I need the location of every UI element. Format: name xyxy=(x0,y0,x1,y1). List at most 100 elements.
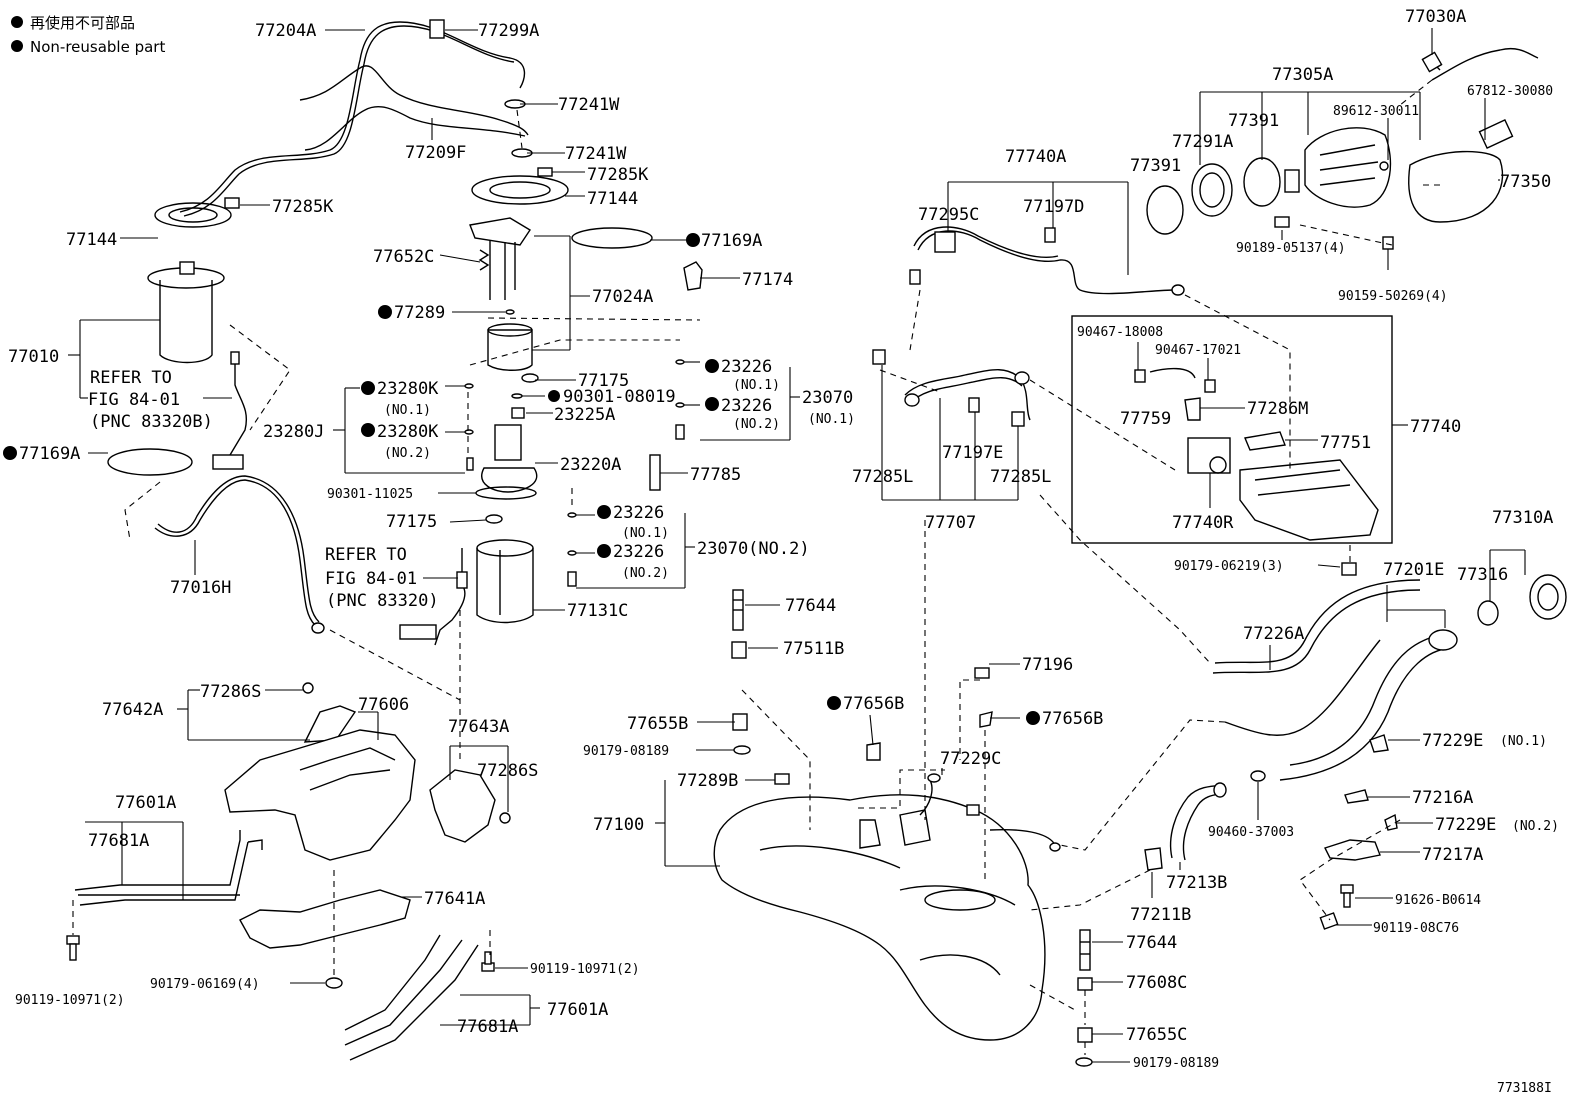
part-label[interactable]: 77644 xyxy=(785,596,836,616)
part-label[interactable]: 77241W xyxy=(558,95,620,115)
part-label[interactable]: 77608C xyxy=(1126,973,1187,993)
part-label[interactable]: 77740 xyxy=(1410,417,1461,437)
part-label[interactable]: 90179-08189 xyxy=(1133,1056,1219,1071)
part-label[interactable]: 23226 xyxy=(613,503,664,523)
part-label[interactable]: 77286S xyxy=(200,682,261,702)
part-label[interactable]: 77655C xyxy=(1126,1025,1187,1045)
part-label[interactable]: 23226 xyxy=(613,542,664,562)
part-label[interactable]: 77644 xyxy=(1126,933,1177,953)
part-label[interactable]: 77285K xyxy=(587,165,649,185)
part-label[interactable]: 77681A xyxy=(88,831,149,851)
part-label[interactable]: 77217A xyxy=(1422,845,1483,865)
part-label[interactable]: 77175 xyxy=(578,371,629,391)
part-label[interactable]: 77100 xyxy=(593,815,644,835)
part-label[interactable]: 77169A xyxy=(701,231,762,251)
part-label[interactable]: 77169A xyxy=(19,444,80,464)
part-label[interactable]: 90179-06169(4) xyxy=(150,977,260,992)
part-label[interactable]: 23225A xyxy=(554,405,615,425)
part-label[interactable]: 77144 xyxy=(66,230,117,250)
part-label[interactable]: 23280K xyxy=(377,422,439,442)
part-label[interactable]: 77652C xyxy=(373,247,434,267)
part-label[interactable]: 77201E xyxy=(1383,560,1444,580)
part-label[interactable]: 77010 xyxy=(8,347,59,367)
part-label[interactable]: 77291A xyxy=(1172,132,1233,152)
part-label[interactable]: 90467-18008 xyxy=(1077,325,1163,340)
part-label[interactable]: 77285L xyxy=(852,467,913,487)
part-label[interactable]: 77601A xyxy=(115,793,176,813)
part-label[interactable]: 77656B xyxy=(843,694,904,714)
part-label[interactable]: 77030A xyxy=(1405,7,1466,27)
part-label[interactable]: 77601A xyxy=(547,1000,608,1020)
part-label[interactable]: 23226 xyxy=(721,396,772,416)
part-label[interactable]: 77289B xyxy=(677,771,738,791)
part-label[interactable]: 77213B xyxy=(1166,873,1227,893)
part-label[interactable]: 77285K xyxy=(272,197,334,217)
part-label[interactable]: 23070 xyxy=(802,388,853,408)
part-label[interactable]: 77681A xyxy=(457,1017,518,1037)
part-label[interactable]: 77643A xyxy=(448,717,509,737)
part-label[interactable]: 90467-17021 xyxy=(1155,343,1241,358)
part-label[interactable]: 77226A xyxy=(1243,624,1304,644)
part-label[interactable]: 77204A xyxy=(255,21,316,41)
part-label[interactable]: 77350 xyxy=(1500,172,1551,192)
part-label[interactable]: 90189-05137(4) xyxy=(1236,241,1346,256)
part-label[interactable]: 77511B xyxy=(783,639,844,659)
part-label[interactable]: 77316 xyxy=(1457,565,1508,585)
part-label[interactable]: 90119-10971(2) xyxy=(15,993,125,1008)
part-label[interactable]: 23220A xyxy=(560,455,621,475)
part-label[interactable]: 77285L xyxy=(990,467,1051,487)
part-label[interactable]: 90179-06219(3) xyxy=(1174,559,1284,574)
part-label[interactable]: 67812-30080 xyxy=(1467,84,1553,99)
part-label[interactable]: 77740A xyxy=(1005,147,1066,167)
part-label[interactable]: 77197E xyxy=(942,443,1003,463)
part-label[interactable]: 90119-10971(2) xyxy=(530,962,640,977)
part-label[interactable]: 77310A xyxy=(1492,508,1553,528)
part-label[interactable]: 90159-50269(4) xyxy=(1338,289,1448,304)
part-label[interactable]: 77216A xyxy=(1412,788,1473,808)
part-label[interactable]: 77229E xyxy=(1422,731,1483,751)
part-label[interactable]: 90119-08C76 xyxy=(1373,921,1459,936)
part-label[interactable]: 77642A xyxy=(102,700,163,720)
part-label[interactable]: 77286S xyxy=(477,761,538,781)
part-label[interactable]: 77707 xyxy=(925,513,976,533)
part-label[interactable]: 77759 xyxy=(1120,409,1171,429)
bracket-77286m-icon xyxy=(1184,397,1201,421)
part-label[interactable]: 90301-11025 xyxy=(327,487,413,502)
part-label[interactable]: 77391 xyxy=(1130,156,1181,176)
part-label[interactable]: 77024A xyxy=(592,287,653,307)
part-label[interactable]: 23070(NO.2) xyxy=(697,539,810,559)
part-label[interactable]: 77289 xyxy=(394,303,445,323)
part-label[interactable]: 77211B xyxy=(1130,905,1191,925)
part-label[interactable]: 77229E xyxy=(1435,815,1496,835)
part-label[interactable]: 90460-37003 xyxy=(1208,825,1294,840)
part-label[interactable]: 77286M xyxy=(1247,399,1308,419)
part-label[interactable]: 77606 xyxy=(358,695,409,715)
part-label[interactable]: 90179-08189 xyxy=(583,744,669,759)
part-label[interactable]: 23280J xyxy=(263,422,324,442)
part-label[interactable]: 89612-30011 xyxy=(1333,104,1419,119)
part-label[interactable]: 77391 xyxy=(1228,111,1279,131)
part-label[interactable]: 77229C xyxy=(940,749,1001,769)
part-label[interactable]: 77740R xyxy=(1172,513,1234,533)
part-label[interactable]: 77197D xyxy=(1023,197,1084,217)
part-label[interactable]: 77305A xyxy=(1272,65,1333,85)
part-label[interactable]: 23280K xyxy=(377,379,439,399)
part-label[interactable]: 77174 xyxy=(742,270,793,290)
part-label[interactable]: 77175 xyxy=(386,512,437,532)
part-label[interactable]: 90301-08019 xyxy=(563,387,676,407)
part-label[interactable]: 77641A xyxy=(424,889,485,909)
part-label[interactable]: 23226 xyxy=(721,357,772,377)
part-label[interactable]: 77016H xyxy=(170,578,231,598)
part-label[interactable]: 77785 xyxy=(690,465,741,485)
part-label[interactable]: 77751 xyxy=(1320,433,1371,453)
part-label[interactable]: 77656B xyxy=(1042,709,1103,729)
part-label[interactable]: 77131C xyxy=(567,601,628,621)
part-label[interactable]: 77209F xyxy=(405,143,466,163)
part-label[interactable]: 77655B xyxy=(627,714,688,734)
part-label[interactable]: 77295C xyxy=(918,205,979,225)
part-label[interactable]: 77299A xyxy=(478,21,539,41)
part-label[interactable]: 77241W xyxy=(565,144,627,164)
part-label[interactable]: 91626-B0614 xyxy=(1395,893,1481,908)
part-label[interactable]: 77144 xyxy=(587,189,638,209)
part-label[interactable]: 77196 xyxy=(1022,655,1073,675)
